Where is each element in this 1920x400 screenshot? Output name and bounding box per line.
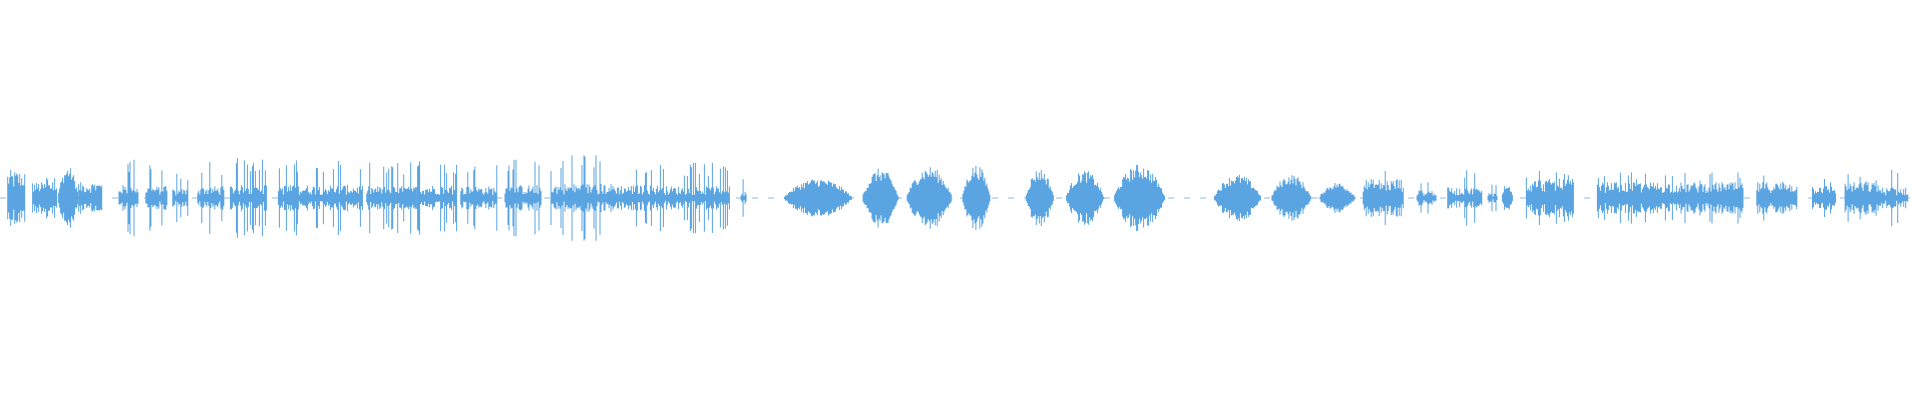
waveform-segments (7, 155, 1909, 241)
waveform-segment (906, 167, 953, 229)
waveform-segment (1596, 172, 1680, 224)
waveform-segment (1501, 186, 1513, 210)
waveform-segment (1879, 169, 1909, 227)
waveform-segment (1319, 183, 1356, 213)
waveform-segment (1025, 170, 1054, 226)
waveform-segment (550, 155, 615, 241)
waveform-segment (1066, 171, 1105, 225)
waveform-segment (862, 168, 899, 228)
waveform-segment (1679, 172, 1744, 224)
waveform-segment (1114, 164, 1166, 232)
waveform-segment (1844, 174, 1880, 222)
waveform-segment (1487, 184, 1498, 212)
waveform-segment (962, 165, 991, 231)
waveform-segment (366, 162, 417, 234)
waveform-segment (460, 165, 498, 231)
waveform-segment (277, 160, 363, 236)
waveform-segment (783, 179, 853, 217)
waveform-segment (32, 177, 58, 219)
waveform-segment (145, 165, 168, 231)
waveform-segment (416, 161, 458, 235)
waveform-segment (613, 164, 663, 232)
waveform-segment (740, 179, 747, 217)
waveform-segment (7, 170, 26, 226)
waveform-segment (1812, 179, 1836, 217)
waveform-segment (661, 162, 730, 234)
waveform-segment (1416, 182, 1437, 214)
waveform-segment (118, 159, 139, 237)
waveform-segment (229, 158, 267, 238)
waveform-segment (1756, 175, 1798, 221)
waveform-segment (58, 168, 80, 228)
waveform-segment (1213, 174, 1261, 222)
waveform-segment (78, 182, 103, 214)
waveform-segment (1271, 175, 1312, 221)
waveform-segment (1362, 171, 1404, 225)
waveform-segment (504, 159, 542, 237)
waveform-segment (1525, 171, 1574, 225)
waveform-segment (172, 173, 189, 223)
waveform-segment (1447, 170, 1483, 226)
waveform-segment (197, 162, 225, 234)
